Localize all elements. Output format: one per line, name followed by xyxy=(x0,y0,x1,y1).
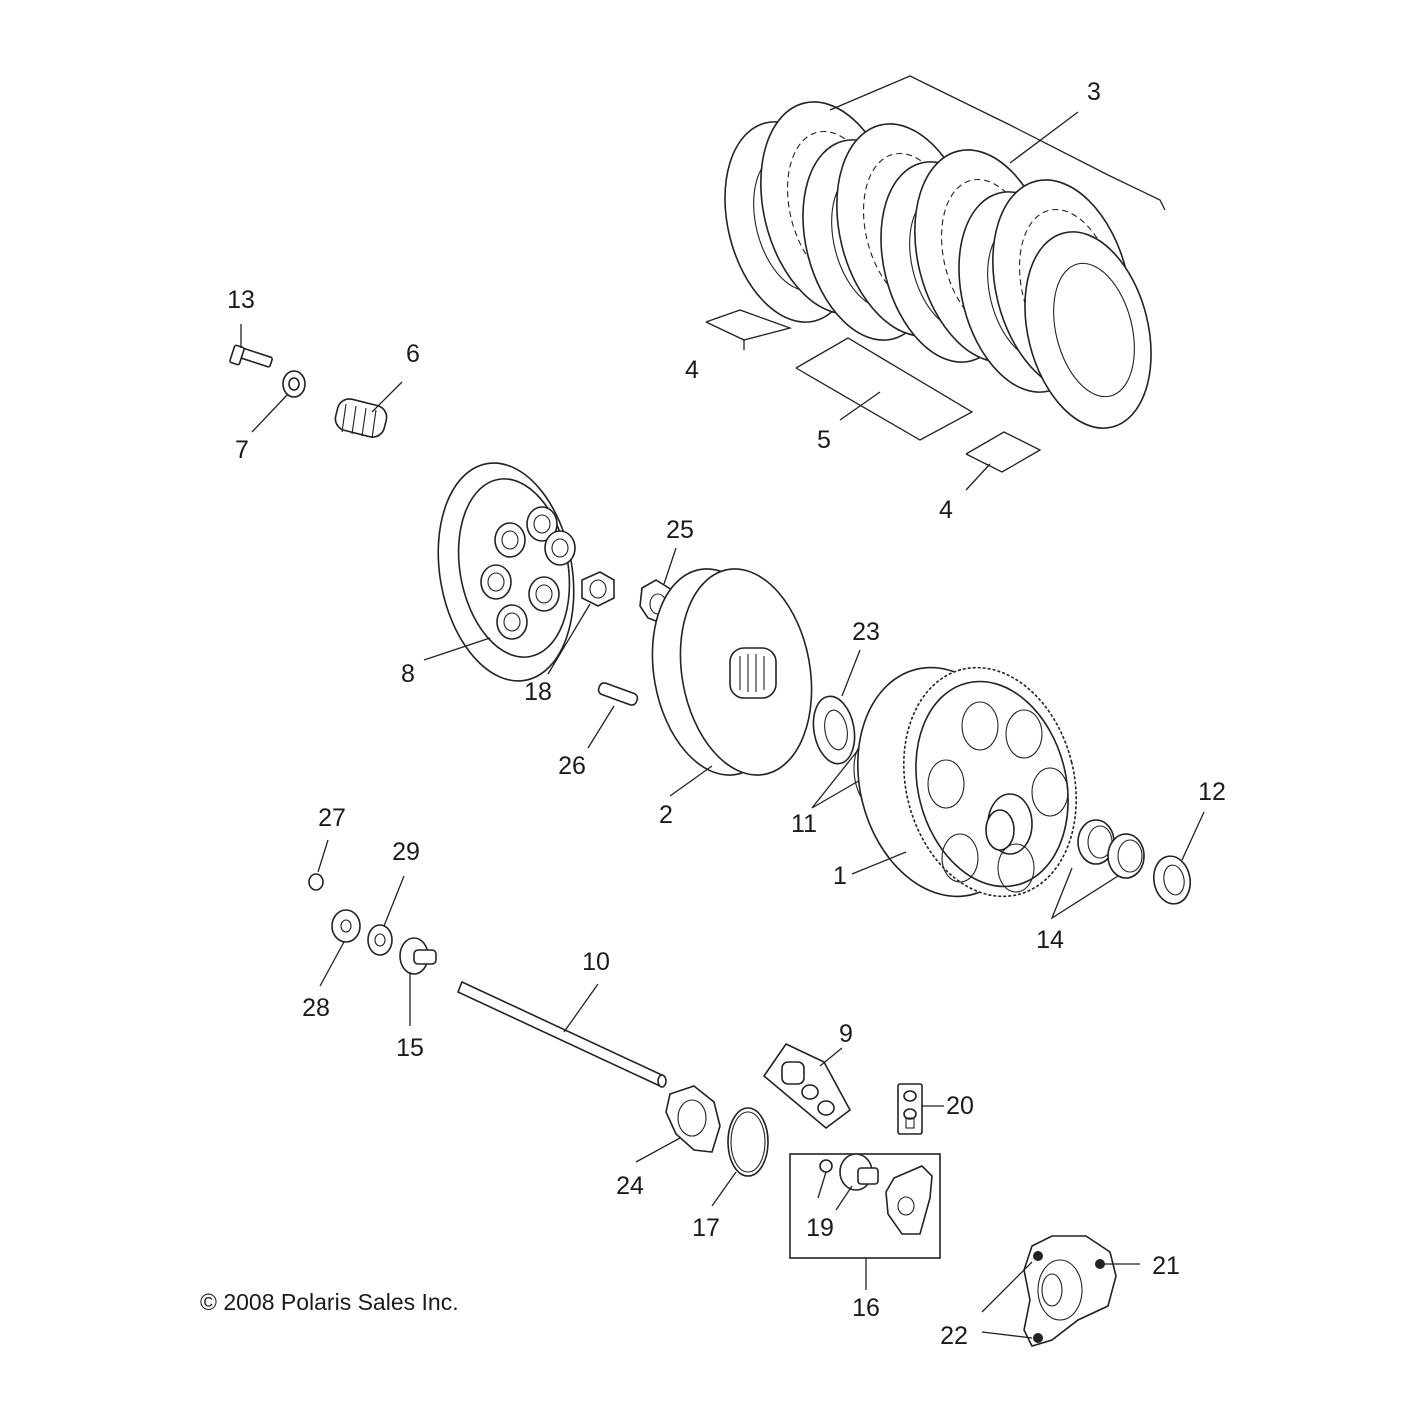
cover-21-22 xyxy=(981,1235,1140,1347)
callout-4-bottom: 4 xyxy=(939,496,953,524)
spring-6 xyxy=(334,381,403,439)
leader-5 xyxy=(795,337,974,441)
thrust-washer-23 xyxy=(812,649,861,765)
callout-24: 24 xyxy=(616,1172,644,1200)
callout-13: 13 xyxy=(227,286,255,314)
callout-19: 19 xyxy=(806,1214,834,1242)
bushings-14 xyxy=(1050,819,1145,920)
callout-8: 8 xyxy=(401,660,415,688)
clutch-plate-stack xyxy=(724,101,1152,429)
o-ring-17 xyxy=(711,1107,769,1207)
callout-11: 11 xyxy=(791,810,817,838)
pin-26 xyxy=(587,682,639,749)
callout-4-top: 4 xyxy=(685,356,699,384)
pushrod-10 xyxy=(456,980,667,1088)
callout-1: 1 xyxy=(833,862,847,890)
nut-18 xyxy=(547,571,615,675)
callout-9: 9 xyxy=(839,1020,853,1048)
callout-21: 21 xyxy=(1152,1252,1180,1280)
bolt-13 xyxy=(229,324,273,368)
callout-5: 5 xyxy=(817,426,831,454)
leader-4b xyxy=(965,431,1042,491)
callout-26: 26 xyxy=(558,752,586,780)
o-ring-27 xyxy=(308,839,329,891)
callout-27: 27 xyxy=(318,804,346,832)
clutch-hub-2 xyxy=(651,568,813,797)
pressure-plate-8 xyxy=(423,462,576,682)
callout-16: 16 xyxy=(852,1294,880,1322)
callout-15: 15 xyxy=(396,1034,424,1062)
leader-4a xyxy=(705,309,793,350)
callout-3: 3 xyxy=(1087,78,1101,106)
callout-10: 10 xyxy=(582,948,610,976)
callout-25: 25 xyxy=(666,516,694,544)
bleeder-20 xyxy=(897,1083,944,1135)
callout-6: 6 xyxy=(406,340,420,368)
washer-28 xyxy=(319,909,361,987)
leader-3 xyxy=(829,75,1166,211)
callout-2: 2 xyxy=(659,801,673,829)
callout-7: 7 xyxy=(235,436,249,464)
slave-cylinder-16 xyxy=(789,1153,941,1290)
pushrod-end-15 xyxy=(399,937,437,1026)
callout-12: 12 xyxy=(1198,778,1226,806)
callout-23: 23 xyxy=(852,618,880,646)
callout-20: 20 xyxy=(946,1092,974,1120)
callout-17: 17 xyxy=(692,1214,720,1242)
callout-22: 22 xyxy=(940,1322,968,1350)
washer-12 xyxy=(1152,811,1205,905)
seal-kit-9 xyxy=(762,1042,852,1130)
washer-7 xyxy=(251,370,306,433)
callout-18: 18 xyxy=(524,678,552,706)
gasket-24 xyxy=(635,1085,721,1163)
copyright-text: © 2008 Polaris Sales Inc. xyxy=(200,1289,459,1315)
bearing-29 xyxy=(367,875,405,956)
clutch-basket-1 xyxy=(851,666,1078,898)
callout-29: 29 xyxy=(392,838,420,866)
callout-28: 28 xyxy=(302,994,330,1022)
callout-14: 14 xyxy=(1036,926,1064,954)
